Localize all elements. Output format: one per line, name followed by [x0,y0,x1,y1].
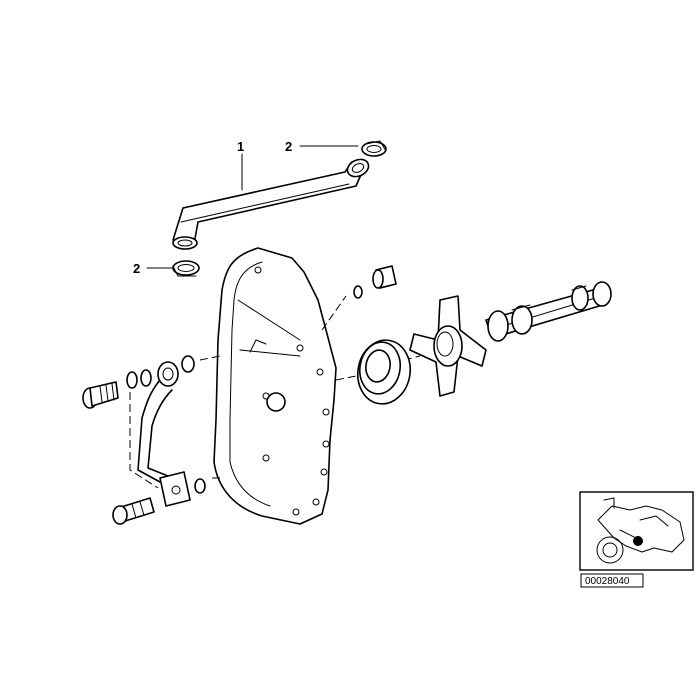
cross-flange [409,295,487,397]
output-shaft [485,281,612,342]
motorcycle-icon [596,497,685,564]
gearbox-cover [213,247,337,525]
sealing-ring-sleeve [353,265,397,299]
callout-clamp-lower: 2 [133,261,140,276]
locator-inset: 00028040 [579,491,694,588]
callout-hose: 1 [237,139,244,154]
reference-number: 00028040 [585,576,630,587]
alignment-lines [129,295,421,489]
banjo-fitting-lower [159,471,206,507]
breather-hose [172,158,370,250]
banjo-fitting-upper [157,355,195,387]
callout-clamp-upper: 2 [285,139,292,154]
oil-line [137,379,173,483]
washer-upper-2 [140,369,152,387]
washer-upper-1 [126,371,138,389]
hose-clamp-lower [172,260,200,277]
location-marker [633,536,643,546]
banjo-bolt-upper [82,381,119,409]
hose-clamp-upper [361,140,387,157]
shaft-seal [356,339,412,405]
callout-leaders [146,145,359,269]
banjo-bolt-lower [112,497,155,525]
